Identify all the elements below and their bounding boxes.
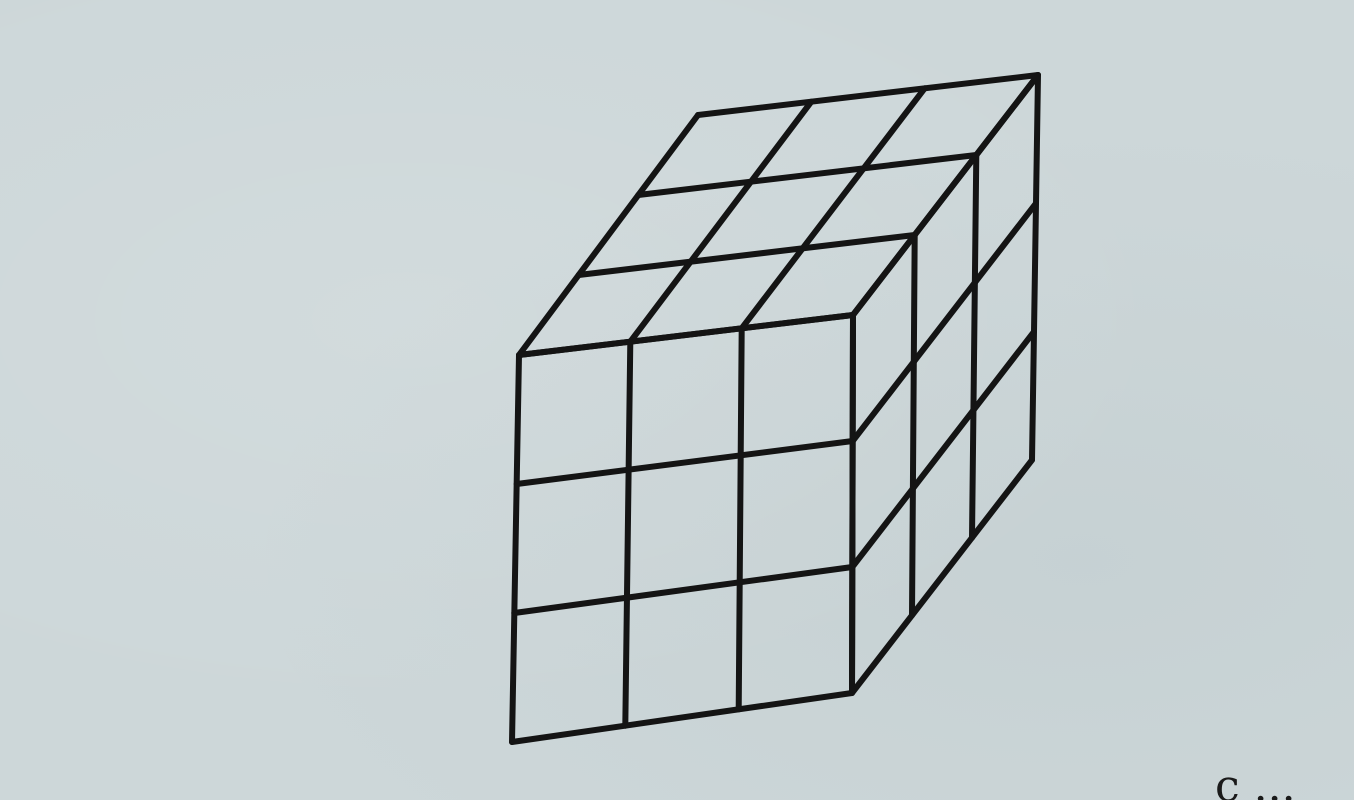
right-face-edge-v-3 [849,457,1035,696]
front-face-edge-u-1 [622,338,634,729]
right-face-edge-u-1 [909,232,918,619]
top-face-edge-u-1 [627,98,815,345]
right-face-edge-v-0 [850,72,1041,318]
right-face-edge-v-2 [849,328,1037,570]
top-face-edge-u-2 [738,85,928,332]
front-face-edge-v-2 [511,564,856,616]
top-face-edge-v-0 [516,312,856,358]
cube-front-face [509,312,856,745]
right-face-edge-u-2 [969,152,980,541]
top-face-edge-v-1 [575,232,918,278]
right-face-edge-u-3 [1029,72,1041,463]
top-face-edge-v-3 [695,72,1041,118]
front-face-edge-v-1 [513,438,856,487]
cropped-caption-text: c ... [1215,765,1296,800]
cube-right-face [849,72,1041,696]
front-face-edge-u-2 [735,325,745,713]
right-face-edge-v-1 [849,200,1039,444]
top-face-edge-u-0 [516,112,701,358]
cube-top-face [516,72,1041,358]
front-face-edge-v-3 [509,690,855,745]
top-face-edge-v-2 [635,152,980,198]
front-face-edge-u-0 [509,352,522,745]
right-face-edge-u-0 [849,312,856,696]
